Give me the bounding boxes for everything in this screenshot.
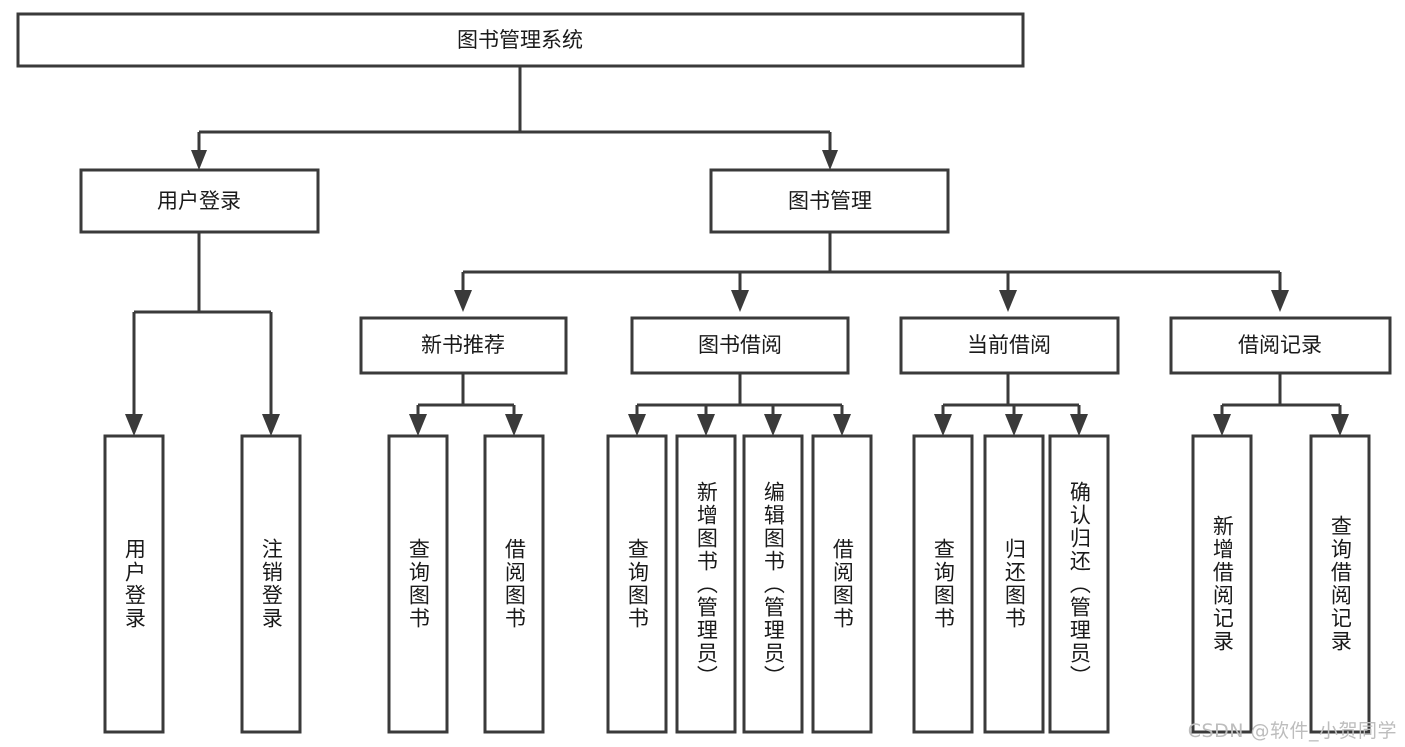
arrow-to-current bbox=[999, 290, 1017, 312]
arrow-to-records bbox=[1271, 290, 1289, 312]
arrow-to-newbook bbox=[454, 290, 472, 312]
node-user-login-box[interactable] bbox=[79, 168, 320, 234]
arrow-leaf-user-login bbox=[125, 414, 143, 436]
arrow-to-book-mgmt bbox=[822, 150, 838, 170]
arrow-leaf-borrow-borrow bbox=[833, 414, 851, 436]
arrow-leaf-newbook-query bbox=[409, 414, 427, 436]
connectors-layer bbox=[125, 66, 1349, 436]
leaf-box-current-query[interactable] bbox=[912, 434, 974, 734]
leaf-box-borrow-add[interactable] bbox=[675, 434, 737, 734]
arrow-leaf-borrow-query bbox=[628, 414, 646, 436]
leaf-box-records-query[interactable] bbox=[1309, 434, 1371, 734]
node-book-management-label: 图书管理 bbox=[788, 189, 872, 213]
arrow-leaf-current-return bbox=[1005, 414, 1023, 436]
leaf-box-current-return[interactable] bbox=[983, 434, 1045, 734]
csdn-watermark: CSDN @软件_小贺同学 bbox=[1187, 720, 1397, 742]
node-book-borrow-label: 图书借阅 bbox=[698, 333, 782, 357]
arrow-leaf-borrow-edit bbox=[764, 414, 782, 436]
node-book-management-box[interactable] bbox=[709, 168, 950, 234]
leaf-box-logout[interactable] bbox=[240, 434, 302, 734]
node-borrow-records-label: 借阅记录 bbox=[1238, 333, 1322, 357]
arrow-leaf-newbook-borrow bbox=[505, 414, 523, 436]
node-current-borrow-label: 当前借阅 bbox=[967, 333, 1051, 357]
node-root-label: 图书管理系统 bbox=[457, 28, 583, 52]
node-new-book-recommend-box[interactable] bbox=[359, 316, 568, 375]
node-root-box[interactable] bbox=[16, 12, 1025, 68]
arrow-leaf-records-query bbox=[1331, 414, 1349, 436]
node-new-book-recommend-label: 新书推荐 bbox=[421, 333, 505, 357]
arrow-leaf-current-confirm bbox=[1070, 414, 1088, 436]
arrow-leaf-logout bbox=[262, 414, 280, 436]
arrow-leaf-records-add bbox=[1213, 414, 1231, 436]
node-current-borrow-box[interactable] bbox=[899, 316, 1120, 375]
arrow-leaf-current-query bbox=[934, 414, 952, 436]
node-book-borrow-box[interactable] bbox=[630, 316, 850, 375]
arrow-to-user-login bbox=[191, 150, 207, 170]
leaf-box-newbook-query[interactable] bbox=[387, 434, 449, 734]
node-borrow-records-box[interactable] bbox=[1169, 316, 1392, 375]
leaf-box-records-add[interactable] bbox=[1191, 434, 1253, 734]
leaf-box-newbook-borrow[interactable] bbox=[483, 434, 545, 734]
leaf-box-user-login[interactable] bbox=[103, 434, 165, 734]
nodes-layer: 图书管理系统 用户登录 图书管理 新书推荐 图书借阅 当前借阅 借阅记录 bbox=[16, 12, 1392, 734]
arrow-to-borrow bbox=[731, 290, 749, 312]
leaf-box-current-confirm[interactable] bbox=[1048, 434, 1110, 734]
arrow-leaf-borrow-add bbox=[697, 414, 715, 436]
leaf-box-borrow-edit[interactable] bbox=[742, 434, 804, 734]
node-user-login-label: 用户登录 bbox=[157, 189, 241, 213]
leaf-box-borrow-borrow[interactable] bbox=[811, 434, 873, 734]
leaf-box-borrow-query[interactable] bbox=[606, 434, 668, 734]
